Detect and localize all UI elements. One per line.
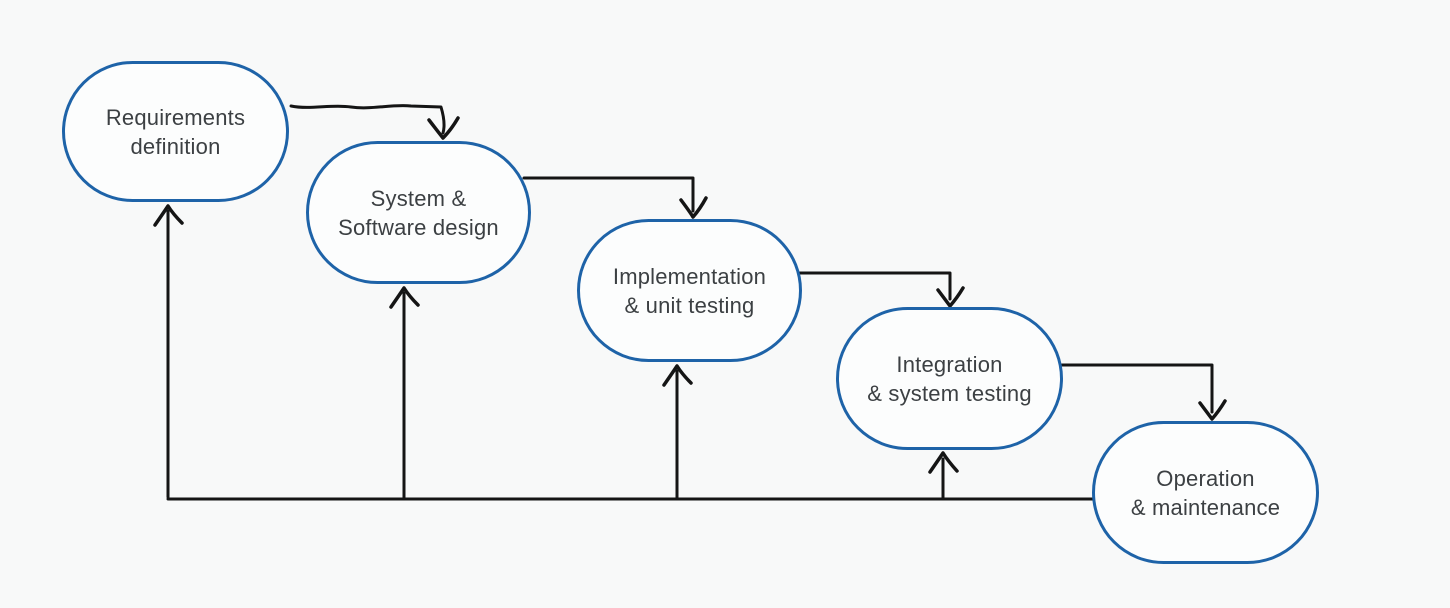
node-label-line: System & <box>370 185 467 211</box>
arrow-line <box>1060 363 1214 414</box>
node-label-line: & maintenance <box>1130 494 1281 520</box>
node-label-line: Requirements <box>105 104 246 130</box>
arrow-system-design-to-implementation <box>522 176 708 219</box>
node-operation-maintenance: Operation & maintenance <box>1092 421 1319 564</box>
node-integration-system-testing: Integration & system testing <box>836 307 1063 450</box>
node-label-line: & system testing <box>867 380 1032 406</box>
node-label-line: Software design <box>338 214 499 240</box>
arrow-line <box>522 176 695 213</box>
feedback-line <box>153 204 1095 501</box>
node-label-line: & unit testing <box>624 292 755 318</box>
arrowhead-up-icon <box>389 286 420 309</box>
node-label-line: Operation <box>1156 465 1255 491</box>
node-system-software-design: System & Software design <box>306 141 531 284</box>
arrowhead-down-icon <box>427 116 460 140</box>
node-label-line: Implementation <box>612 263 767 289</box>
arrow-implementation-to-integration <box>798 271 965 308</box>
node-label-line: Integration <box>896 351 1003 377</box>
node-implementation-unit-testing: Implementation & unit testing <box>577 219 802 362</box>
arrowhead-down-icon <box>936 286 965 308</box>
arrow-line <box>289 104 446 135</box>
arrow-line <box>798 271 952 301</box>
arrowhead-down-icon <box>1198 399 1227 421</box>
arrowhead-up-icon <box>662 364 693 387</box>
arrowhead-up-icon <box>153 204 184 227</box>
arrow-integration-to-operation <box>1060 363 1227 421</box>
arrowhead-up-icon <box>928 451 959 474</box>
arrowhead-down-icon <box>679 196 708 219</box>
node-requirements-definition: Requirements definition <box>62 61 289 202</box>
node-label-line: definition <box>130 133 221 159</box>
arrow-requirements-to-system-design <box>289 104 460 140</box>
